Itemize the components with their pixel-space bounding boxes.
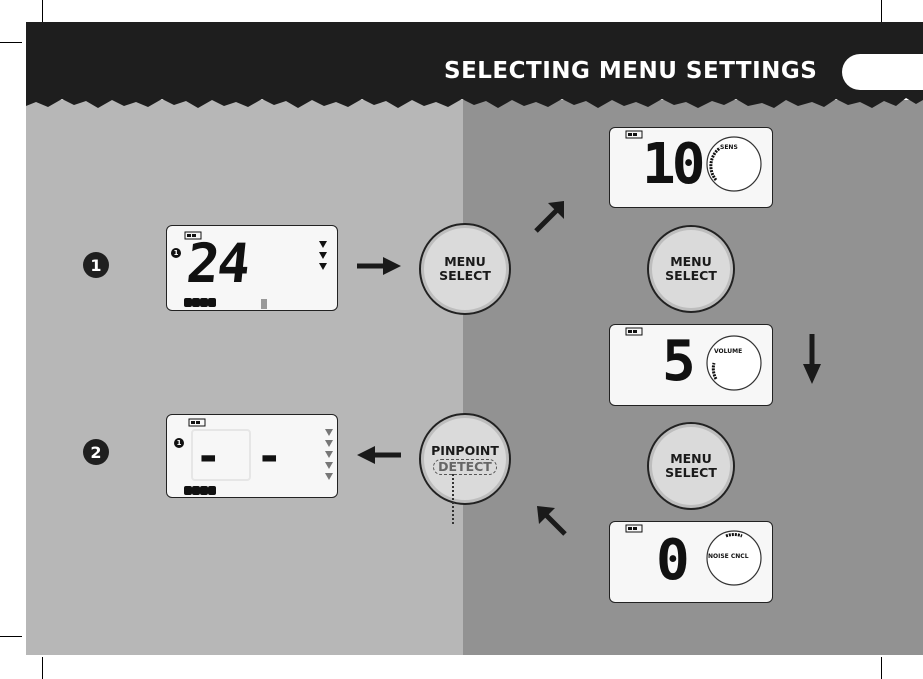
pinpoint-detect-button[interactable]: PINPOINT DETECT xyxy=(419,413,511,505)
menu-select-button[interactable]: MENU SELECT xyxy=(647,225,735,313)
mode-number-badge: 1 xyxy=(174,438,184,448)
setting-label: VOLUME xyxy=(714,348,742,355)
lcd-digits: - - xyxy=(195,437,286,477)
header-tab xyxy=(842,54,923,90)
lcd-digits: 10 xyxy=(642,134,701,196)
bar-graph-icon xyxy=(184,296,224,308)
crop-mark xyxy=(0,42,22,43)
button-label: SELECT xyxy=(665,269,717,283)
lcd-display-sens: 10 SENS xyxy=(609,127,773,208)
arrow-up-left-icon xyxy=(535,504,567,536)
button-label: PINPOINT xyxy=(431,444,499,458)
crop-mark xyxy=(42,0,43,22)
setting-dial-icon xyxy=(704,333,764,393)
button-label: MENU xyxy=(670,452,712,466)
target-marker xyxy=(261,299,267,309)
triangle-indicator-icon xyxy=(319,241,329,273)
step-number-badge: 1 xyxy=(83,252,109,278)
mode-number-badge: 1 xyxy=(171,248,181,258)
battery-icon xyxy=(626,328,646,336)
button-label: MENU xyxy=(444,255,486,269)
setting-dial-icon xyxy=(704,134,764,194)
setting-label: SENS xyxy=(720,144,738,151)
button-label: SELECT xyxy=(439,269,491,283)
lcd-digits: 5 xyxy=(662,331,696,393)
menu-select-button[interactable]: MENU SELECT xyxy=(419,223,511,315)
lcd-display-noise-cancel: 0 NOISE CNCL xyxy=(609,521,773,603)
battery-icon xyxy=(189,419,209,427)
arrow-down-icon xyxy=(801,334,823,386)
setting-label: NOISE CNCL xyxy=(708,553,749,560)
lcd-display-step1: 1 24 xyxy=(166,225,338,311)
crop-mark xyxy=(42,657,43,679)
button-label-detect: DETECT xyxy=(433,459,497,475)
hold-indicator-line xyxy=(452,474,454,524)
lcd-display-volume: 5 VOLUME xyxy=(609,324,773,406)
menu-select-button[interactable]: MENU SELECT xyxy=(647,422,735,510)
step-number-badge: 2 xyxy=(83,439,109,465)
page-title: SELECTING MENU SETTINGS xyxy=(444,58,817,84)
arrow-up-right-icon xyxy=(534,199,568,233)
battery-icon xyxy=(626,525,646,533)
left-panel xyxy=(26,100,463,655)
arrow-right-icon xyxy=(357,255,401,277)
bar-graph-icon xyxy=(184,485,224,497)
triangle-indicator-icon xyxy=(325,429,335,485)
button-label: SELECT xyxy=(665,466,717,480)
lcd-digits: 24 xyxy=(184,234,251,294)
crop-mark xyxy=(881,0,882,22)
lcd-display-step2: 1 - - xyxy=(166,414,338,498)
button-label: MENU xyxy=(670,255,712,269)
arrow-left-icon xyxy=(357,444,401,466)
crop-mark xyxy=(0,636,22,637)
crop-mark xyxy=(881,657,882,679)
lcd-digits: 0 xyxy=(656,530,690,592)
